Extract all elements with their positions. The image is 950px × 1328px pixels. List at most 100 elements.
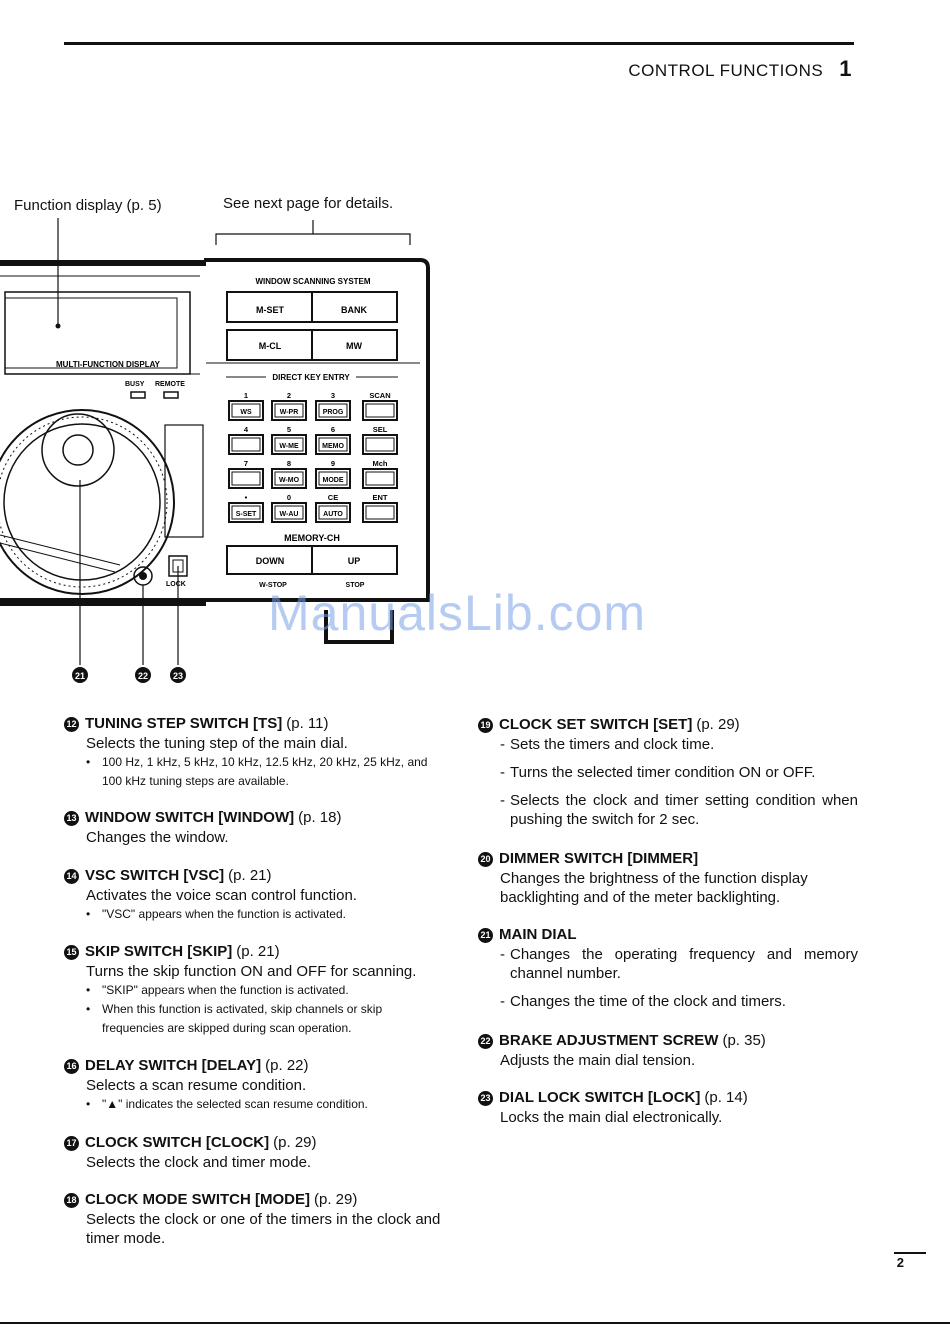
key-top-label: 0 [287, 493, 291, 502]
keypad-key [315, 502, 351, 523]
keypad-key-face [274, 437, 304, 452]
item-title-text: DELAY SWITCH [DELAY] [85, 1057, 262, 1074]
keypad-key [315, 434, 351, 455]
remote-label: REMOTE [155, 381, 185, 388]
item-page-ref: (p. 22) [265, 1057, 309, 1074]
multi-function-display-label: MULTI-FUNCTION DISPLAY [56, 360, 161, 369]
item-title-text: WINDOW SWITCH [WINDOW] [85, 809, 295, 826]
bullet-text: "▲" indicates the selected scan resume c… [102, 1097, 368, 1111]
bank-button: BANK [341, 305, 367, 315]
item-number-badge: 21 [478, 927, 493, 943]
key-top-label: 2 [287, 391, 291, 400]
item-number-badge: 19 [478, 717, 493, 733]
remote-indicator [163, 391, 179, 399]
keypad-key [315, 468, 351, 489]
item-dash: -Sets the timers and clock time. [500, 735, 858, 754]
item-number-badge: 12 [64, 716, 79, 732]
item-description: Changes the brightness of the function d… [500, 870, 808, 906]
key-face-label: S-SET [236, 511, 257, 518]
item-dash: -Turns the selected timer condition ON o… [500, 763, 858, 782]
dash-text: Changes the operating frequency and memo… [510, 946, 858, 982]
keypad-key-face [231, 437, 261, 452]
item-number-badge: 18 [64, 1192, 79, 1208]
item-dash: -Changes the time of the clock and timer… [500, 992, 858, 1011]
item-number-badge: 22 [478, 1033, 493, 1049]
function-item: 21 MAIN DIAL -Changes the operating freque… [478, 925, 858, 1011]
keypad-key [362, 434, 398, 455]
item-page-ref: (p. 29) [273, 1134, 317, 1151]
item-description: Selects a scan resume condition. [86, 1077, 307, 1094]
key-top-label: • [245, 493, 248, 502]
item-title-text: DIAL LOCK SWITCH [LOCK] [499, 1089, 701, 1106]
item-title-text: BRAKE ADJUSTMENT SCREW [499, 1032, 719, 1049]
key-face-label: W-MO [279, 477, 300, 484]
wstop-label: W-STOP [259, 582, 287, 589]
item-page-ref: (p. 14) [704, 1089, 748, 1106]
keypad-key-face [231, 505, 261, 520]
bullet-text: "SKIP" appears when the function is acti… [102, 983, 349, 997]
keypad-key [228, 434, 264, 455]
direct-key-entry-label: DIRECT KEY ENTRY [272, 373, 350, 382]
item-description: Selects the clock or one of the timers i… [86, 1211, 441, 1247]
item-page-ref: (p. 21) [228, 867, 272, 884]
function-item: 16 DELAY SWITCH [DELAY](p. 22) Selects a s… [64, 1056, 444, 1114]
marker-22: 22 [138, 671, 148, 681]
key-face-label: MEMO [322, 443, 344, 450]
keypad-key-face [365, 437, 395, 452]
dash-mark: - [500, 736, 505, 753]
memory-ch-label: MEMORY-CH [284, 533, 340, 543]
bullet-dot: • [86, 983, 91, 997]
bottom-rule [0, 1322, 950, 1324]
item-number-badge: 16 [64, 1058, 79, 1074]
keypad-key-face [318, 437, 348, 452]
item-title: 23 DIAL LOCK SWITCH [LOCK](p. 14) [478, 1088, 858, 1108]
page-number-rule [894, 1252, 926, 1254]
item-title: 21 MAIN DIAL [478, 925, 858, 945]
item-number-badge: 15 [64, 944, 79, 960]
dash-mark: - [500, 792, 505, 809]
item-title-text: CLOCK MODE SWITCH [MODE] [85, 1191, 310, 1208]
key-face-label: W-AU [280, 511, 299, 518]
item-dash: -Changes the operating frequency and mem… [500, 945, 858, 983]
item-page-ref: (p. 18) [298, 809, 342, 826]
item-page-ref: (p. 29) [313, 1191, 358, 1208]
key-top-label: 5 [287, 425, 291, 434]
keypad-key-face [274, 505, 304, 520]
item-bullet: • "SKIP" appears when the function is act… [86, 981, 444, 1000]
keypad-key-face [365, 471, 395, 486]
see-next-page-callout: See next page for details. [223, 195, 394, 212]
key-top-label: 9 [331, 459, 335, 468]
item-title: 18 CLOCK MODE SWITCH [MODE](p. 29) [64, 1190, 444, 1210]
item-number-badge: 20 [478, 851, 493, 867]
item-title-text: MAIN DIAL [499, 926, 577, 943]
item-description: Locks the main dial electronically. [500, 1109, 723, 1126]
item-title-text: SKIP SWITCH [SKIP] [85, 943, 233, 960]
function-item: 18 CLOCK MODE SWITCH [MODE](p. 29) Selects… [64, 1190, 444, 1248]
key-top-label: SEL [373, 425, 388, 434]
dash-gap [478, 782, 858, 791]
key-face-label: WS [240, 409, 252, 416]
wss-title: WINDOW SCANNING SYSTEM [255, 277, 370, 286]
item-description: Adjusts the main dial tension. [500, 1052, 696, 1069]
keypad-key [271, 434, 307, 455]
item-title: 16 DELAY SWITCH [DELAY](p. 22) [64, 1056, 444, 1076]
keypad-key [271, 468, 307, 489]
section-title: CONTROL FUNCTIONS [628, 61, 824, 80]
item-bullet: •"▲" indicates the selected scan resume … [86, 1095, 444, 1114]
bullet-text: When this function is activated, skip ch… [102, 1002, 383, 1035]
item-number-badge: 23 [478, 1090, 493, 1106]
keypad-key-face [365, 505, 395, 520]
item-title-text: CLOCK SET SWITCH [SET] [499, 716, 693, 733]
key-face-label: PROG [323, 409, 344, 416]
dash-mark: - [500, 946, 505, 963]
